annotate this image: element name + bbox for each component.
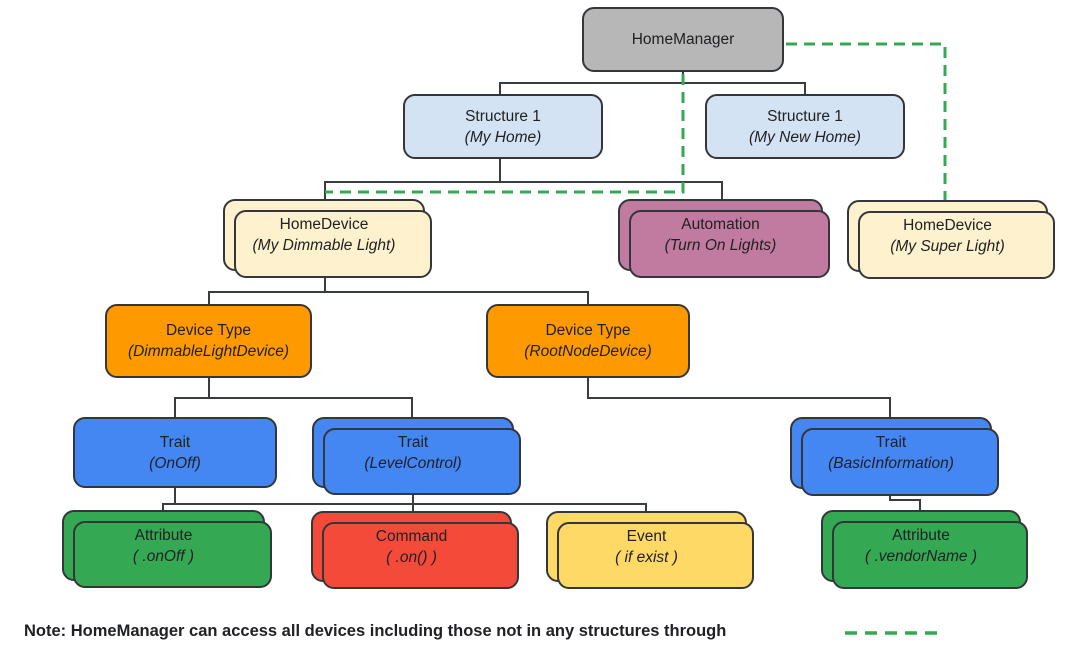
node-subtitle: (My Dimmable Light) — [252, 237, 396, 254]
node-subtitle: (Turn On Lights) — [664, 237, 777, 254]
node-title: Command — [375, 527, 448, 545]
node-title: Trait — [159, 433, 191, 451]
node-title: Attribute — [134, 526, 193, 544]
node-subtitle: (BasicInformation) — [828, 455, 954, 472]
node-subtitle: ( .vendorName ) — [865, 548, 977, 565]
node-title: Trait — [397, 433, 429, 451]
node-title: HomeManager — [631, 31, 735, 48]
node-subtitle: (DimmableLightDevice) — [127, 343, 290, 360]
node-subtitle: (My Home) — [464, 128, 542, 146]
node-trait-levelcontrol: Trait (LevelControl) — [312, 417, 521, 495]
node-subtitle: ( .onOff ) — [132, 547, 195, 565]
node-home-device-super-light: HomeDevice (My Super Light) — [847, 200, 1055, 279]
node-subtitle: ( if exist ) — [615, 548, 678, 566]
node-subtitle: (My New Home) — [749, 128, 861, 146]
node-title: HomeDevice — [903, 217, 992, 234]
node-title: Device Type — [165, 322, 251, 339]
node-subtitle: (My Super Light) — [890, 238, 1005, 255]
node-home-device-dimmable-light: HomeDevice (My Dimmable Light) — [223, 199, 432, 278]
node-event-ifexist: Event ( if exist ) — [546, 511, 754, 589]
node-subtitle: (OnOff) — [149, 454, 201, 472]
node-title: Event — [626, 527, 667, 545]
node-trait-basicinformation: Trait (BasicInformation) — [790, 417, 999, 496]
node-title: Attribute — [892, 527, 950, 544]
node-subtitle: ( .on() ) — [386, 548, 437, 566]
node-trait-onoff: Trait (OnOff) — [73, 417, 277, 488]
node-attribute-onoff: Attribute ( .onOff ) — [62, 510, 272, 588]
footnote: Note: HomeManager can access all devices… — [24, 622, 727, 640]
node-title: Device Type — [545, 322, 631, 339]
node-automation: Automation (Turn On Lights) — [618, 199, 830, 278]
connector-rootnode-basicinfo — [587, 378, 891, 417]
node-device-type-rootnode: Device Type (RootNodeDevice) — [486, 304, 690, 378]
node-device-type-dimmable: Device Type (DimmableLightDevice) — [105, 304, 312, 378]
connector-structure-level3 — [324, 159, 723, 200]
connector-devicetype-traits — [174, 378, 413, 417]
node-title: Structure 1 — [465, 107, 541, 125]
node-subtitle: (LevelControl) — [364, 454, 462, 472]
node-home-manager: HomeManager — [582, 7, 784, 72]
node-command-on: Command ( .on() ) — [311, 511, 519, 589]
node-structure-my-home: Structure 1 (My Home) — [403, 94, 603, 159]
node-structure-my-new-home: Structure 1 (My New Home) — [705, 94, 905, 159]
node-title: Structure 1 — [767, 107, 843, 125]
node-title: HomeDevice — [279, 216, 369, 233]
node-attribute-vendorname: Attribute ( .vendorName ) — [821, 510, 1028, 589]
node-subtitle: (RootNodeDevice) — [524, 343, 652, 360]
node-title: Automation — [681, 216, 760, 233]
dashed-link-homemanager-dimmable-light — [325, 74, 685, 194]
dashed-link-homemanager-super-light — [786, 42, 947, 200]
connector-homemanager-structures — [499, 72, 806, 94]
node-title: Trait — [875, 434, 907, 451]
